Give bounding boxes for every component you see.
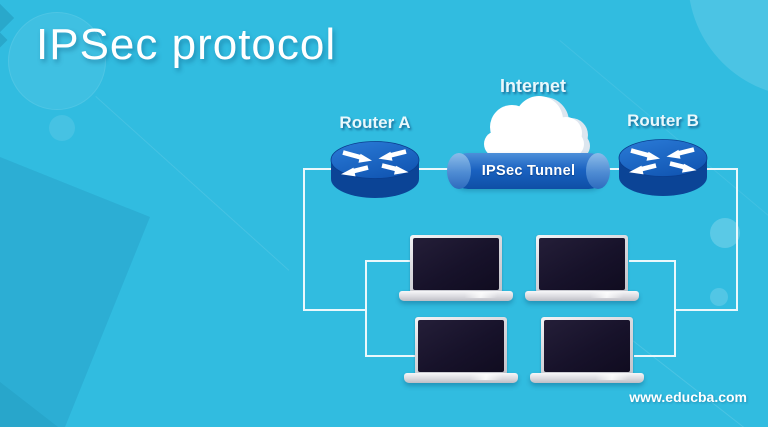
laptop-base [399,291,513,301]
laptop-icon [399,235,513,302]
decorative-diamond [0,3,15,33]
link-right-horizontal [674,309,738,311]
tunnel-cap-right [586,153,610,189]
link-to-laptop4 [634,355,676,357]
decorative-diamond [0,31,8,49]
router-b-icon [618,139,708,199]
laptop-screen [544,320,630,372]
tunnel-cap-left [447,153,471,189]
link-routerA-left [303,168,335,170]
link-left-junction [365,260,367,357]
link-routerA-tunnel [414,168,454,170]
router-a-icon [330,141,420,201]
internet-label: Internet [499,76,566,96]
laptop-base [525,291,639,301]
decorative-line [95,96,290,271]
laptop-icon [404,317,518,384]
link-to-laptop2 [629,260,676,262]
link-left-vertical [303,168,305,311]
laptop-screen [413,238,499,290]
laptop-screen-frame [410,235,502,293]
link-to-laptop1 [365,260,411,262]
laptop-screen-frame [541,317,633,375]
internet-cloud [472,93,594,163]
laptop-screen [418,320,504,372]
laptop-icon [525,235,639,302]
link-tunnel-routerB [602,168,626,170]
laptop-screen-frame [415,317,507,375]
link-routerB-right [700,168,738,170]
ipsec-tunnel: IPSec Tunnel [447,153,610,189]
tunnel-label: IPSec Tunnel [481,163,576,179]
link-left-horizontal [303,309,367,311]
laptop-screen-frame [536,235,628,293]
laptop-base [530,373,644,383]
page-title: IPSec protocol [36,20,337,69]
watermark-url: www.educba.com [629,389,747,405]
decorative-dot [710,288,728,306]
decorative-dot [49,115,75,141]
link-right-vertical [736,168,738,311]
laptop-screen [539,238,625,290]
router-b-label: Router B [627,111,699,130]
laptop-base [404,373,518,383]
link-right-junction [674,260,676,357]
router-a-label: Router A [339,113,411,132]
light-circle-top-right [688,0,768,97]
link-to-laptop3 [365,355,416,357]
laptop-icon [530,317,644,384]
